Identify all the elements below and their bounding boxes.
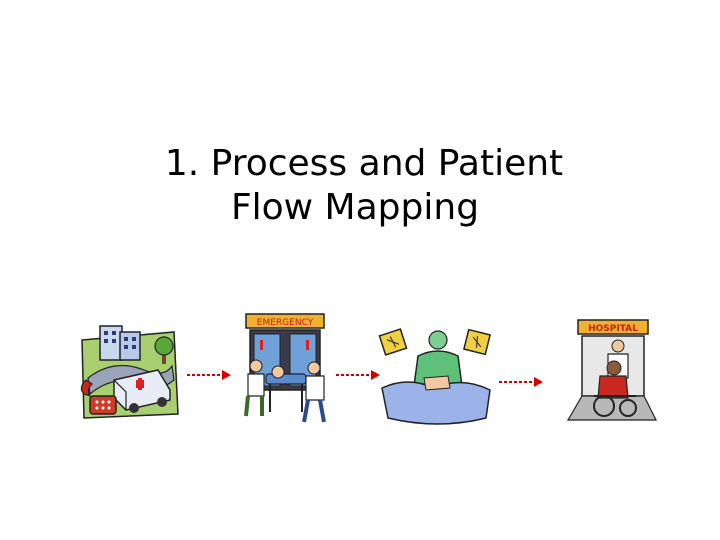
slide-title-line-1: 1. Process and Patient — [164, 143, 564, 184]
emergency-room-icon: EMERGENCY — [244, 313, 326, 423]
emergency-sign-text: EMERGENCY — [257, 318, 314, 328]
flow-arrow-icon — [187, 370, 231, 380]
ambulance-scene-icon — [80, 325, 179, 419]
hospital-sign-text: HOSPITAL — [588, 324, 638, 334]
flow-arrow-icon — [336, 370, 380, 380]
hospital-wheelchair-icon: HOSPITAL — [566, 319, 657, 421]
slide-title-line-2: Flow Mapping — [230, 187, 480, 228]
slide-title: 1. Process and Patient Flow Mapping — [0, 142, 720, 230]
surgery-icon — [378, 328, 492, 425]
flow-arrow-icon — [499, 377, 543, 387]
